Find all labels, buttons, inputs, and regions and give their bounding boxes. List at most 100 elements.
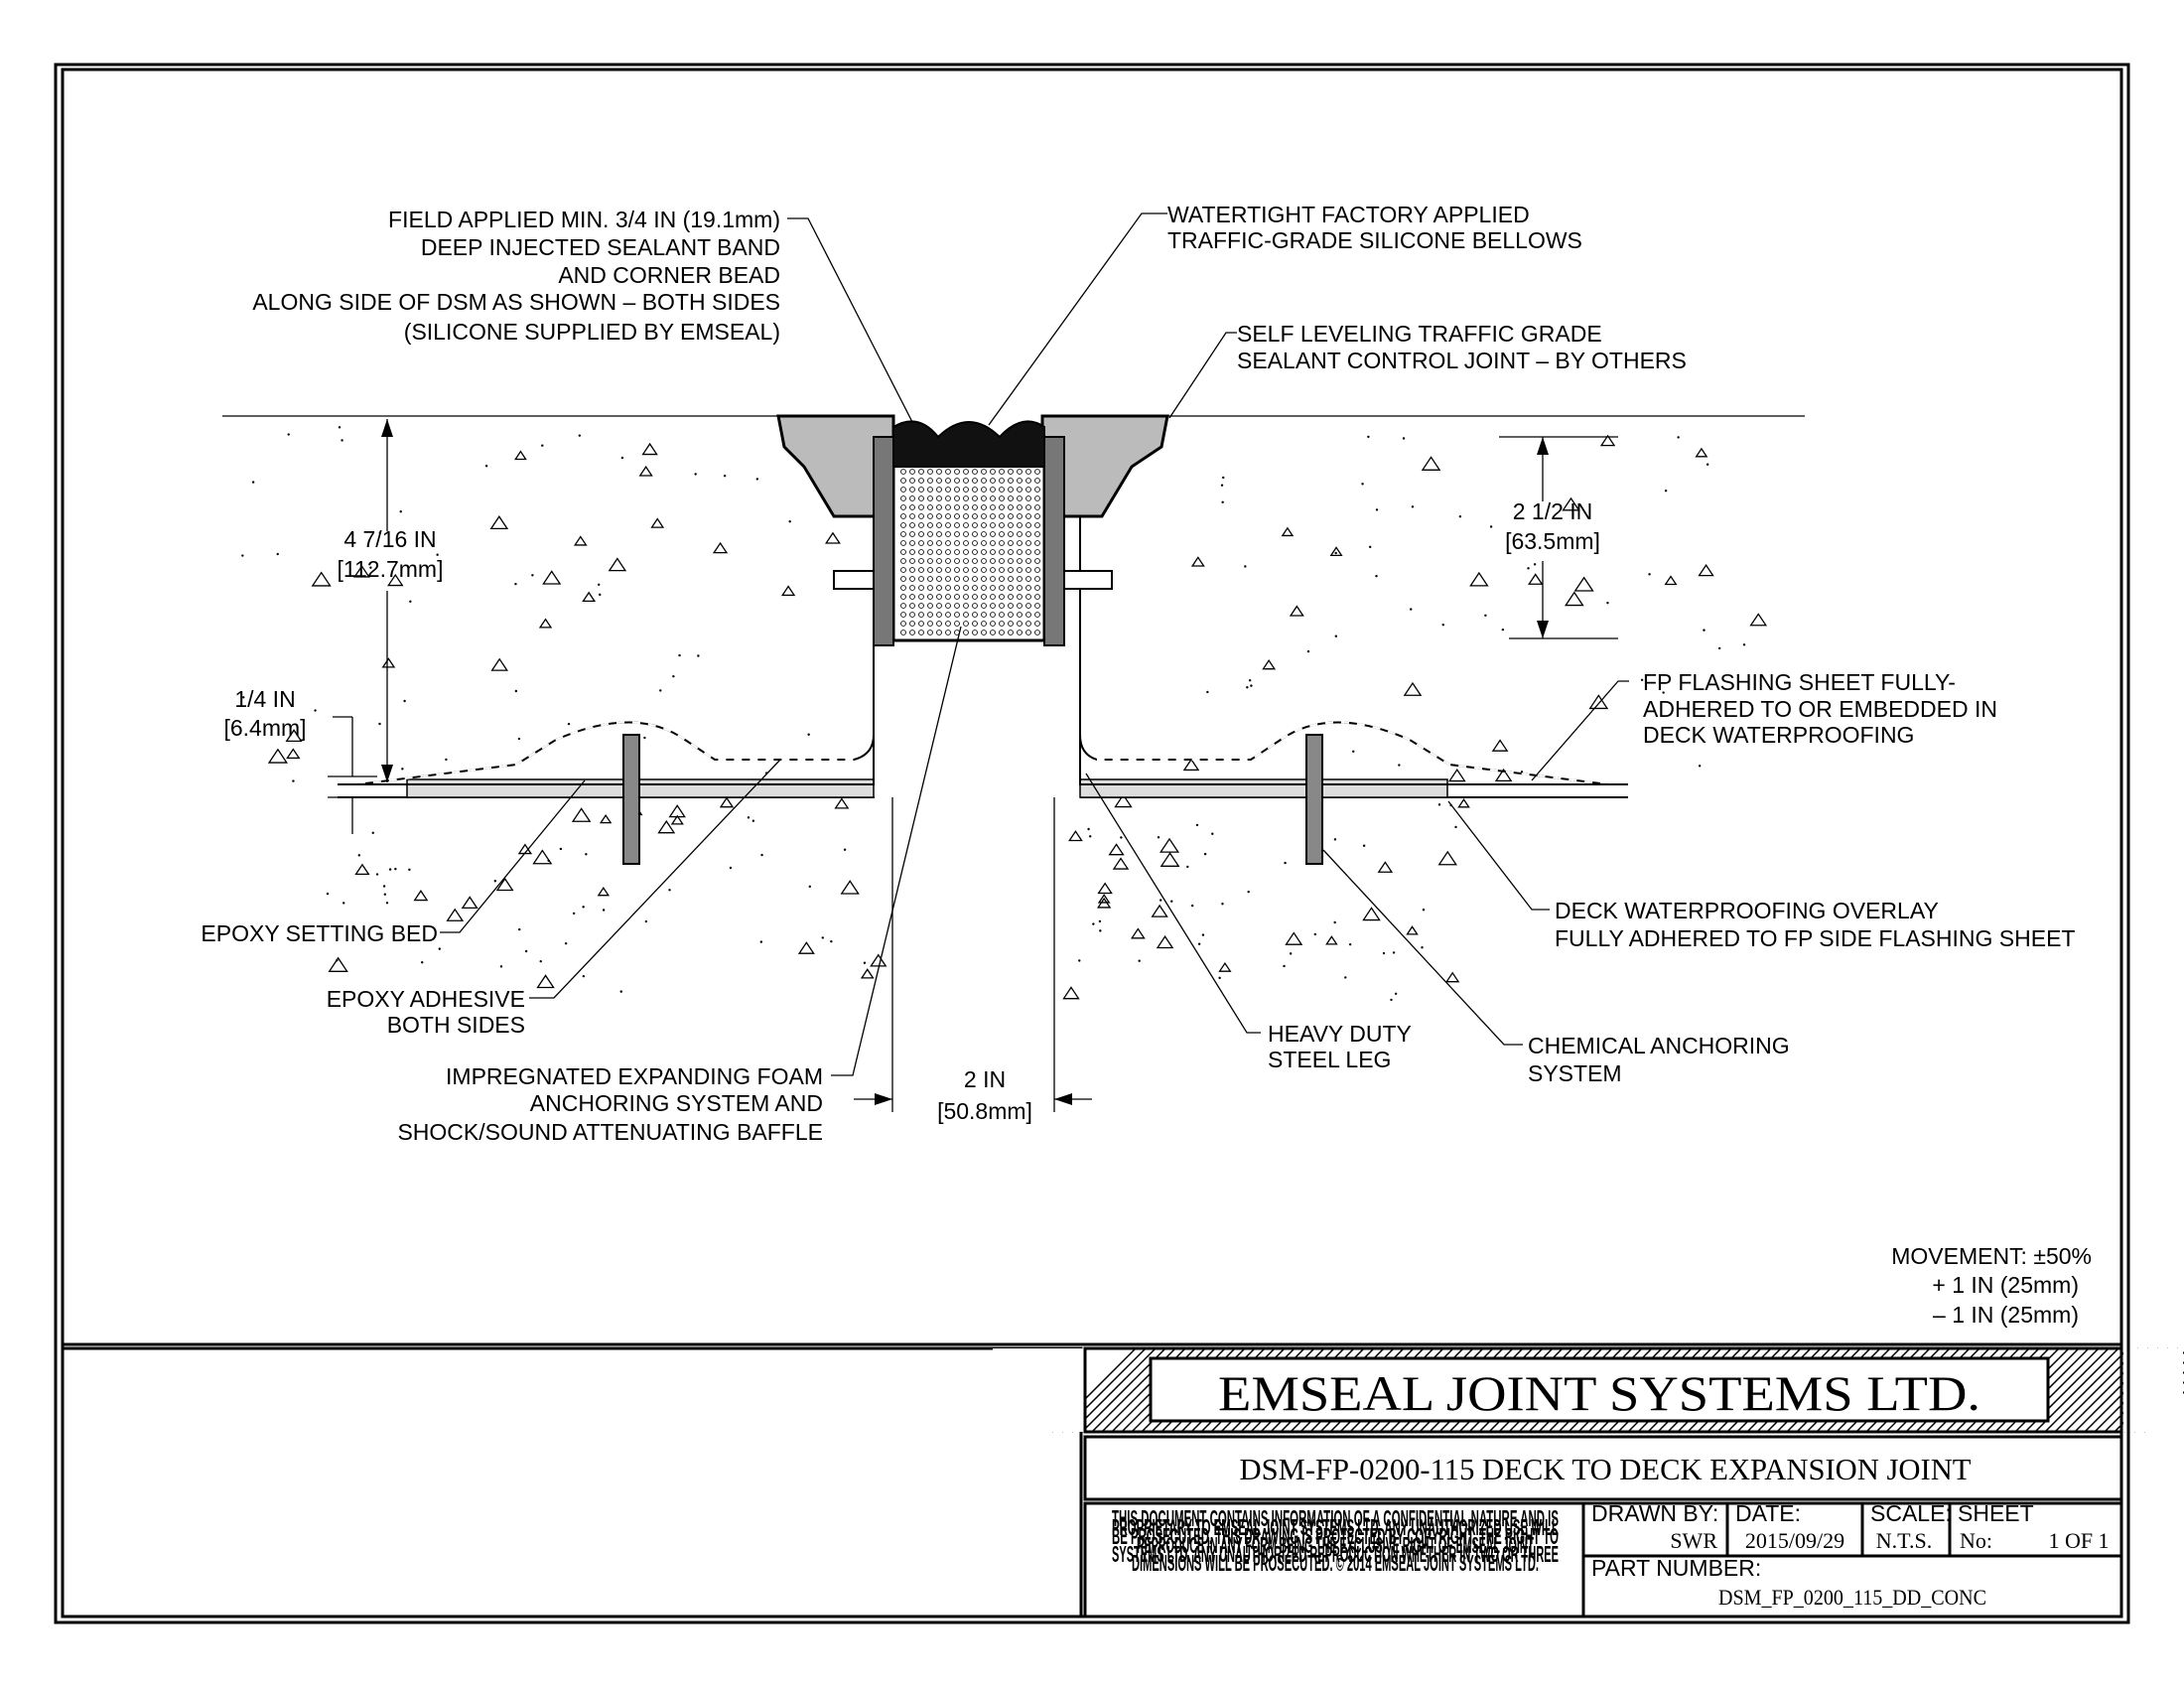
foam-cell <box>1025 504 1031 510</box>
foam-cell <box>900 612 906 618</box>
foam-cell <box>927 558 933 564</box>
aggregate-dot <box>1527 567 1530 570</box>
foam-cell <box>972 630 978 635</box>
aggregate-dot <box>357 854 360 857</box>
aggregate-dot <box>1283 964 1286 968</box>
foam-cell <box>1025 531 1031 537</box>
foam-cell <box>927 603 933 609</box>
foam-cell <box>963 540 969 546</box>
foam-cell <box>945 567 951 573</box>
aggregate-dot <box>514 689 518 693</box>
aggregate-dot <box>408 868 411 872</box>
foam-cell <box>954 585 960 591</box>
foam-cell <box>1017 594 1023 600</box>
aggregate-dot <box>1454 825 1457 829</box>
foam-cell <box>954 612 960 618</box>
foam-cell <box>1025 469 1031 475</box>
joint-section-detail <box>222 414 1805 1112</box>
aggregate-triangle <box>712 541 729 554</box>
foam-cell <box>954 603 960 609</box>
foam-cell <box>927 585 933 591</box>
aggregate-triangle <box>1160 837 1180 853</box>
aggregate-dot <box>582 974 586 978</box>
aggregate-dot <box>1289 952 1293 955</box>
foam-cell <box>918 495 924 501</box>
foam-cell <box>999 576 1005 582</box>
foam-cell <box>945 478 951 484</box>
callout-bellows-2: TRAFFIC-GRADE SILICONE BELLOWS <box>1167 227 1582 253</box>
aggregate-dot <box>1221 903 1224 906</box>
aggregate-dot <box>1190 904 1194 908</box>
foam-cell <box>909 558 915 564</box>
foam-cell <box>972 558 978 564</box>
foam-cell <box>927 612 933 618</box>
aggregate-triangle <box>1695 447 1708 458</box>
aggregate-dot <box>1382 951 1386 955</box>
foam-cell <box>909 504 915 510</box>
aggregate-dot <box>729 866 733 870</box>
callout-epoxy-adhesive: EPOXY ADHESIVE <box>327 986 525 1012</box>
foam-cell <box>927 594 933 600</box>
aggregate-dot <box>788 520 791 523</box>
foam-cell <box>945 594 951 600</box>
foam-cell <box>990 469 996 475</box>
foam-cell <box>909 576 915 582</box>
foam-cell <box>981 522 987 528</box>
aggregate-triangle <box>1218 961 1232 972</box>
foam-cell <box>936 558 942 564</box>
aggregate-triangle <box>354 863 370 876</box>
foam-cell <box>1008 576 1014 582</box>
dim-depth-mm: [112.7mm] <box>338 556 444 582</box>
aggregate-dot <box>747 816 751 819</box>
foam-cell <box>900 513 906 519</box>
aggregate-dot <box>1421 946 1424 949</box>
foam-cell <box>990 603 996 609</box>
foam-cell <box>990 612 996 618</box>
aggregate-triangle <box>670 814 684 825</box>
sheet-value: 1 OF 1 <box>2048 1528 2109 1553</box>
foam-cell <box>900 478 906 484</box>
foam-cell <box>909 603 915 609</box>
callout-anchoring-2: SYSTEM <box>1528 1060 1622 1086</box>
aggregate-dot <box>808 885 811 889</box>
aggregate-dot <box>438 947 442 950</box>
foam-cell <box>1017 585 1023 591</box>
foam-cell <box>1034 478 1040 484</box>
company-box <box>1149 1356 2050 1423</box>
aggregate-triangle <box>650 517 665 528</box>
foam-cell <box>927 630 933 635</box>
aggregate-triangle <box>641 442 658 456</box>
aggregate-dot <box>1333 838 1337 841</box>
date-label: DATE: <box>1735 1500 1801 1526</box>
foam-cell <box>918 522 924 528</box>
foam-cell <box>1034 558 1040 564</box>
aggregate-dot <box>1313 932 1316 936</box>
foam-cell <box>981 513 987 519</box>
foam-cell <box>918 558 924 564</box>
drawn-by-label: DRAWN BY: <box>1591 1500 1718 1526</box>
aggregate-dot <box>1246 686 1249 689</box>
aggregate-dot <box>1717 646 1721 650</box>
foam-cell <box>963 630 969 635</box>
foam-cell <box>990 478 996 484</box>
aggregate-dot <box>1203 852 1207 856</box>
foam-cell <box>954 549 960 555</box>
foam-cell <box>900 585 906 591</box>
foam-cell <box>972 531 978 537</box>
foam-cell <box>972 469 978 475</box>
foam-cell <box>918 603 924 609</box>
foam-cell <box>1008 549 1014 555</box>
foam-cell <box>954 594 960 600</box>
foam-cell <box>1008 469 1014 475</box>
blank-notes-box <box>61 1346 1083 1618</box>
part-number-label: PART NUMBER: <box>1591 1555 1761 1581</box>
aggregate-triangle <box>860 968 875 979</box>
foam-cell <box>1017 558 1023 564</box>
callout-foam-3: SHOCK/SOUND ATTENUATING BAFFLE <box>397 1119 823 1145</box>
aggregate-dot <box>1222 476 1225 480</box>
foam-cell <box>936 549 942 555</box>
foam-cell <box>945 585 951 591</box>
aggregate-triangle <box>1447 768 1466 782</box>
foam-cell <box>981 495 987 501</box>
aggregate-dot <box>1334 551 1337 555</box>
